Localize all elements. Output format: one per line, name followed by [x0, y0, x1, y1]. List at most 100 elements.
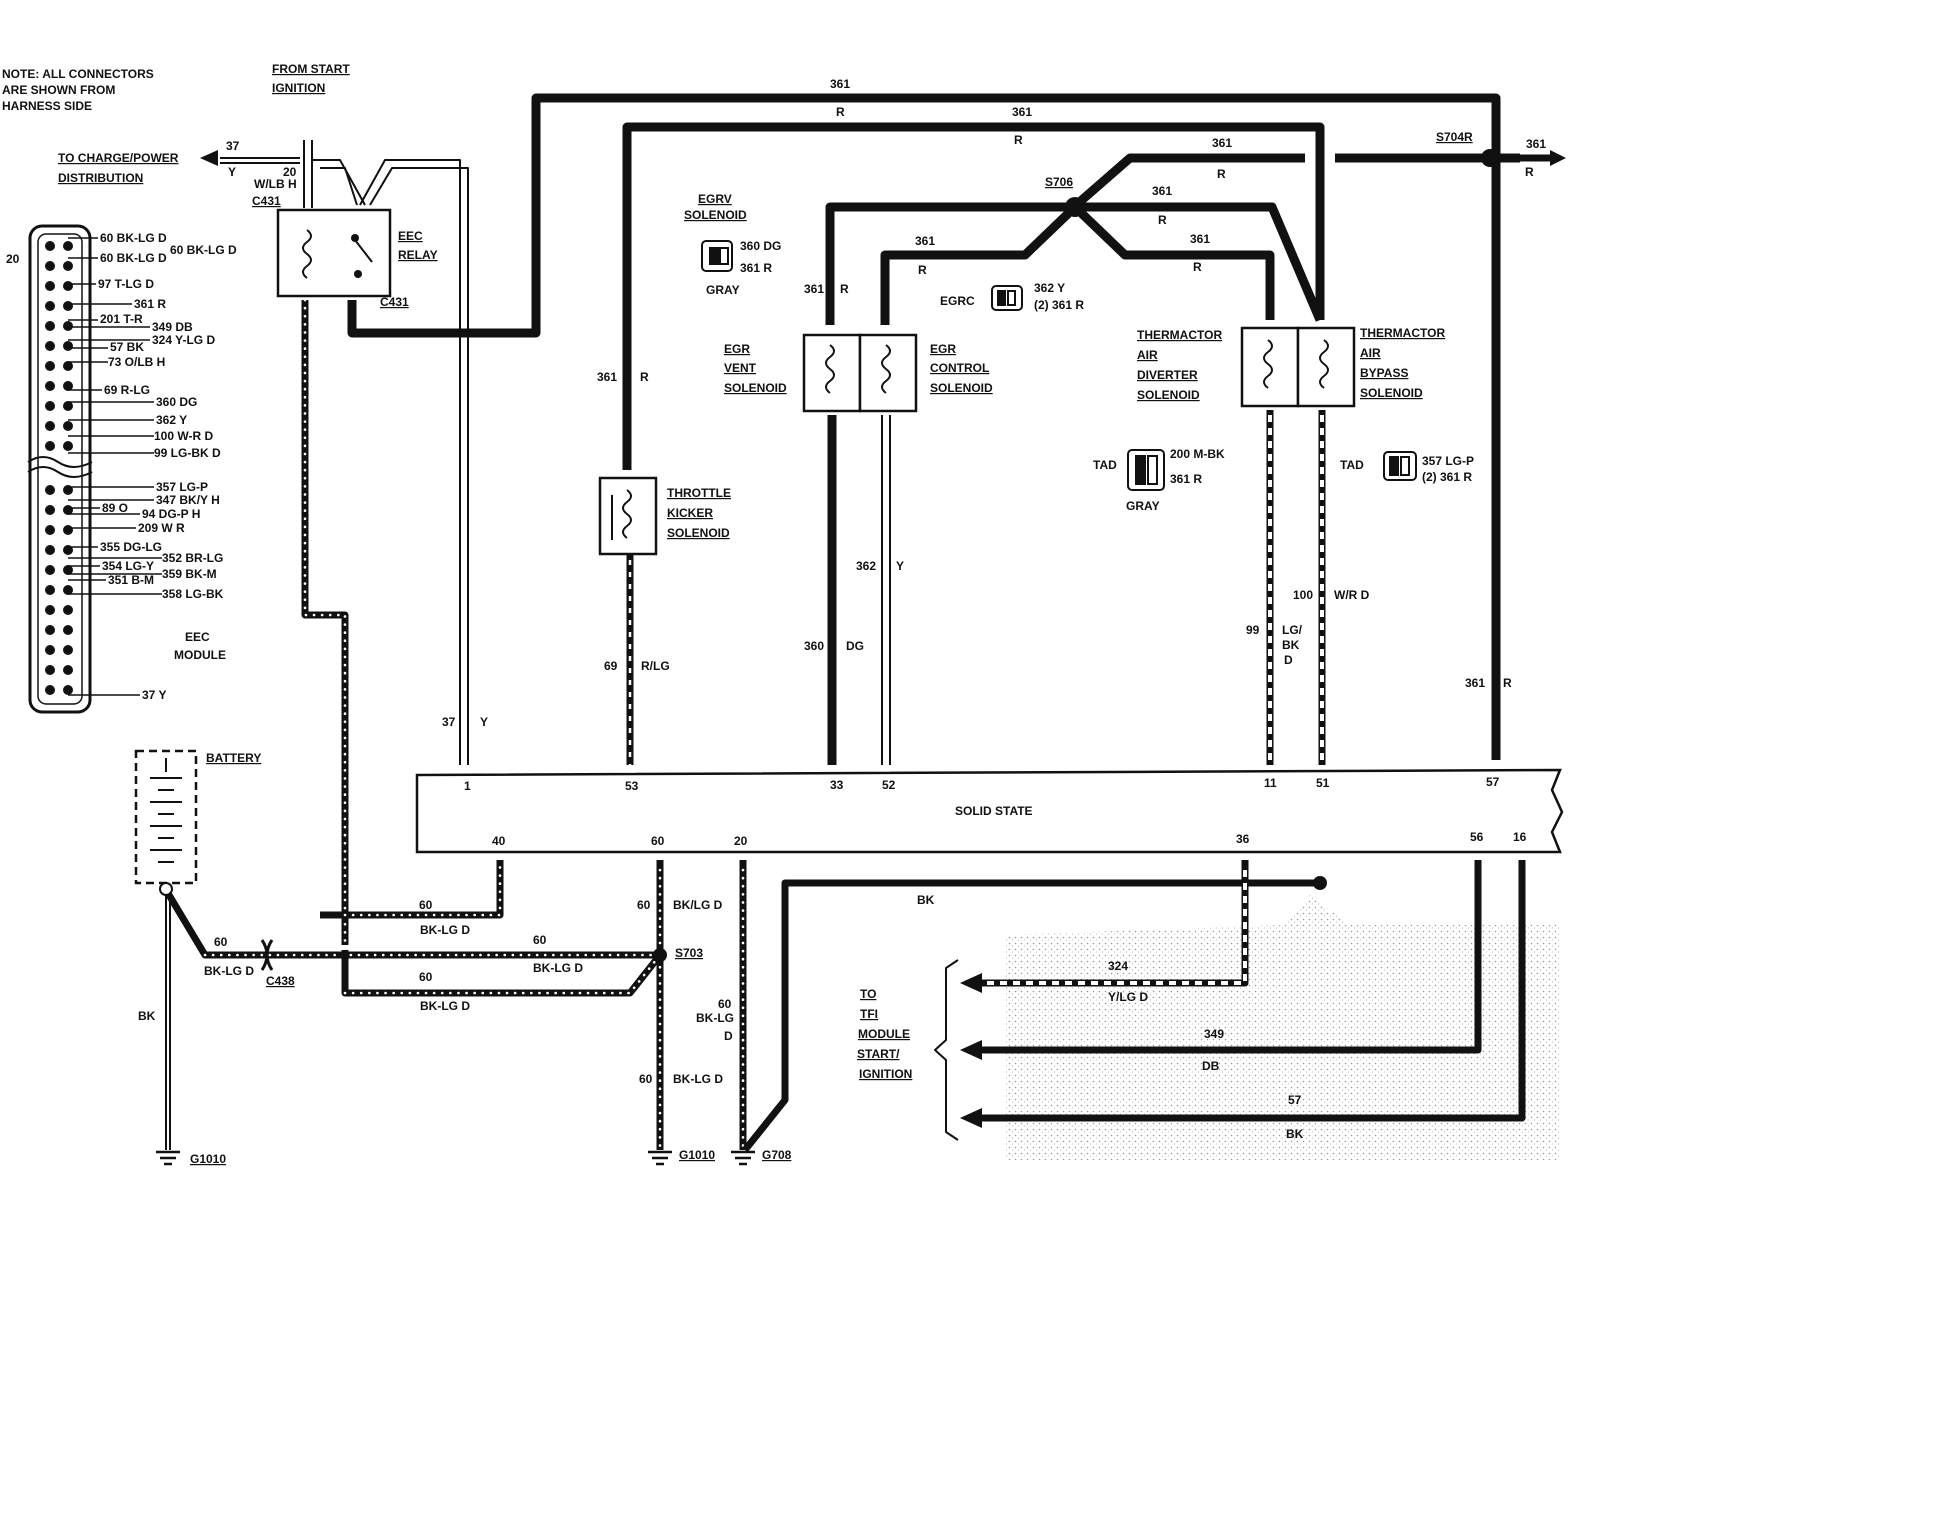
wire-label: BK-LG D — [420, 999, 470, 1013]
wire-label: 361 — [1190, 232, 1210, 246]
wire-label: 349 — [1204, 1027, 1224, 1041]
tad-label-1: THERMACTOR — [1137, 328, 1222, 342]
tad-pin: 361 R — [1170, 472, 1202, 486]
eec-wiring-diagram: NOTE: ALL CONNECTORS ARE SHOWN FROM HARN… — [2, 62, 1566, 1166]
eec-module-connector — [28, 224, 92, 714]
wire-label: Y — [480, 715, 488, 729]
wire-label: 60 — [533, 933, 547, 947]
wire-label: LG/ — [1282, 623, 1303, 637]
battery-cells — [150, 758, 182, 863]
arrowhead-324 — [960, 973, 982, 993]
wire-label: 60 — [637, 898, 651, 912]
to-charge-label-2: DISTRIBUTION — [58, 171, 143, 185]
tfi-label-2: TFI — [860, 1007, 878, 1021]
pin-label: 100 W-R D — [154, 429, 213, 443]
wire-label: Y — [228, 165, 236, 179]
pin-label: 60 BK-LG D — [100, 251, 167, 265]
wire-label: 37 — [226, 139, 240, 153]
pin-label: 201 T-R — [100, 312, 143, 326]
battery-terminal — [159, 882, 173, 896]
module-pin: 40 — [492, 834, 506, 848]
splice-s703 — [653, 948, 667, 962]
tad-label-3: DIVERTER — [1137, 368, 1198, 382]
pin-label: 89 O — [102, 501, 128, 515]
tad-pin: 200 M-BK — [1170, 447, 1225, 461]
tad-label-2: AIR — [1137, 348, 1158, 362]
eec-relay-box — [276, 208, 392, 298]
pin-label: 57 BK — [110, 340, 144, 354]
throttle-kicker-label-2: KICKER — [667, 506, 713, 520]
module-pin: 57 — [1486, 775, 1500, 789]
pin-label: 351 B-M — [108, 573, 154, 587]
eec-pin-leads — [68, 237, 162, 696]
wire-label: BK-LG D — [533, 961, 583, 975]
wire-label: BK — [1282, 638, 1300, 652]
s704r-label: S704R — [1436, 130, 1473, 144]
tab-connector-label: TAD — [1340, 458, 1364, 472]
wire-label: BK — [917, 893, 935, 907]
wire-bk-g708 — [742, 879, 1320, 1153]
wire-label: BK — [138, 1009, 156, 1023]
wire-label: 69 — [604, 659, 618, 673]
wire-361-egr-vent — [825, 202, 1075, 325]
wire-label: D — [724, 1029, 733, 1043]
tfi-label-3: MODULE — [858, 1027, 910, 1041]
pin-label: 69 R-LG — [104, 383, 150, 397]
egrv-pin: 361 R — [740, 261, 772, 275]
tab-label-1: THERMACTOR — [1360, 326, 1445, 340]
c438-connector — [260, 939, 274, 971]
pin-label: 357 LG-P — [156, 480, 208, 494]
pin-label: 355 DG-LG — [100, 540, 162, 554]
wire-361-tab — [1075, 202, 1325, 322]
ground-g708 — [731, 1150, 755, 1166]
splice-bk — [1313, 876, 1327, 890]
egrc-pin: 362 Y — [1034, 281, 1065, 295]
pin-label: 60 BK-LG D — [170, 243, 237, 257]
pin-label: 347 BK/Y H — [156, 493, 220, 507]
module-pin: 11 — [1264, 776, 1277, 790]
pin-label: 349 DB — [152, 320, 193, 334]
pin-label: 73 O/LB H — [108, 355, 165, 369]
eec-module-label-2: MODULE — [174, 648, 226, 662]
pin-label: 209 W R — [138, 521, 185, 535]
g708-label: G708 — [762, 1148, 792, 1162]
eec-relay-label-1: EEC — [398, 229, 423, 243]
egrc-pin: (2) 361 R — [1034, 298, 1084, 312]
splice-s704r — [1481, 149, 1499, 167]
pin-label: 60 BK-LG D — [100, 231, 167, 245]
c431-label-bottom: C431 — [380, 295, 409, 309]
from-start-label-2: IGNITION — [272, 81, 325, 95]
wire-361-top — [347, 93, 1501, 760]
egr-control-label-1: EGR — [930, 342, 956, 356]
wire-label: R — [1217, 167, 1226, 181]
wire-label: 361 — [597, 370, 617, 384]
arrowhead-361-right — [1550, 150, 1566, 166]
splice-s706 — [1065, 197, 1085, 217]
eec-relay-label-2: RELAY — [398, 248, 438, 262]
tab-pin: (2) 361 R — [1422, 470, 1472, 484]
pin-label: 354 LG-Y — [102, 559, 154, 573]
wire-label: R — [1503, 676, 1512, 690]
egrv-connector-icon — [701, 240, 733, 272]
wire-label: R — [836, 105, 845, 119]
wire-361-s706-up — [1072, 153, 1305, 210]
module-pin: 52 — [882, 778, 896, 792]
eec-pin-labels: 60 BK-LG D 60 BK-LG D 60 BK-LG D 97 T-LG… — [6, 231, 237, 702]
ground-g1010-left — [156, 1150, 180, 1166]
egr-control-label-2: CONTROL — [930, 361, 989, 375]
ground-g1010-center — [648, 1150, 672, 1166]
wire-label: BK/LG D — [673, 898, 723, 912]
wire-label: BK-LG D — [673, 1072, 723, 1086]
tab-label-4: SOLENOID — [1360, 386, 1423, 400]
wire-label: R — [1193, 260, 1202, 274]
pin-number-20: 20 — [6, 252, 20, 266]
wire-label: 360 — [804, 639, 824, 653]
module-pin: 60 — [651, 834, 665, 848]
wire-label: 361 — [1012, 105, 1032, 119]
tab-connector-icon — [1383, 451, 1417, 481]
solid-state-label: SOLID STATE — [955, 804, 1033, 818]
wire-label: DG — [846, 639, 864, 653]
wire-37-y-long — [359, 159, 461, 340]
tfi-label-5: IGNITION — [859, 1067, 912, 1081]
wire-label: BK-LG D — [420, 923, 470, 937]
